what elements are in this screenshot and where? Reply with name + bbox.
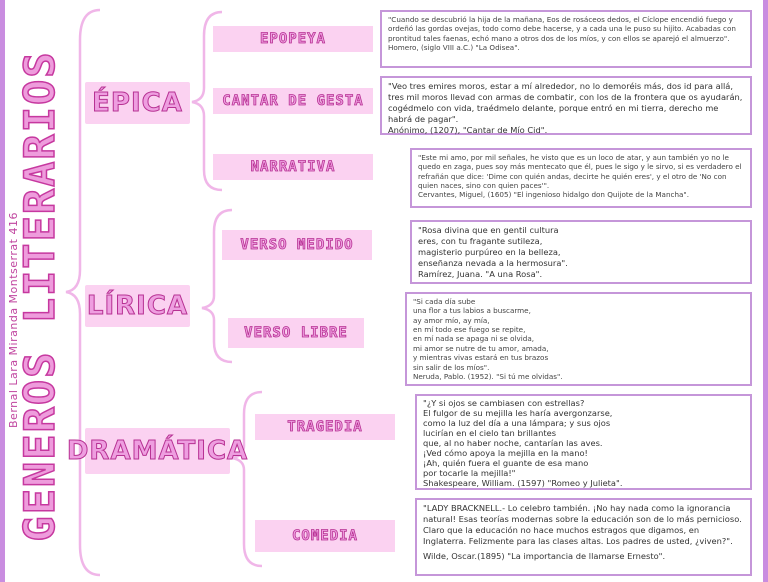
quote-text: "Veo tres emires moros, estar a mí alred… xyxy=(388,81,743,124)
quote-citation: Wilde, Oscar.(1895) "La importancia de l… xyxy=(423,550,666,561)
quote-text: "Este mi amo, por mil señales, he visto … xyxy=(418,153,742,191)
category-dramatica: DRAMÁTICA xyxy=(66,428,248,474)
subgenre-comedia: COMEDIA xyxy=(255,520,395,552)
quote-text: "¿Y si ojos se cambiasen con estrellas? … xyxy=(423,398,613,478)
subgenre-cantar-de-gesta: CANTAR DE GESTA xyxy=(213,88,373,114)
quote-citation: Ramírez, Juana. "A una Rosa". xyxy=(418,268,543,279)
quote-verso-libre: "Si cada día sube una flor a tus labios … xyxy=(405,292,752,386)
quote-citation: Shakespeare, William. (1597) "Romeo y Ju… xyxy=(423,477,623,488)
quote-cantar-de-gesta: "Veo tres emires moros, estar a mí alred… xyxy=(380,76,752,135)
category-epica: ÉPICA xyxy=(85,82,190,124)
quote-verso-medido: "Rosa divina que en gentil cultura eres,… xyxy=(410,220,752,284)
quote-epopeya: "Cuando se descubrió la hija de la mañan… xyxy=(380,10,752,68)
quote-citation: Anónimo, (1207), "Cantar de Mío Cid". xyxy=(388,124,548,135)
quote-citation: Cervantes, Miguel, (1605) "El ingenioso … xyxy=(418,190,690,200)
right-frame-border xyxy=(763,0,768,582)
lirica-brace xyxy=(201,208,233,364)
quote-text: "LADY BRACKNELL.- Lo celebro también. ¡N… xyxy=(423,503,742,546)
quote-comedia: "LADY BRACKNELL.- Lo celebro también. ¡N… xyxy=(415,498,752,576)
main-brace xyxy=(65,8,101,577)
quote-text: "Rosa divina que en gentil cultura eres,… xyxy=(418,225,568,268)
subgenre-tragedia: TRAGEDIA xyxy=(255,414,395,440)
subgenre-verso-libre: VERSO LIBRE xyxy=(228,318,364,348)
subgenre-verso-medido: VERSO MEDIDO xyxy=(222,230,372,260)
left-frame-border xyxy=(0,0,5,582)
quote-tragedia: "¿Y si ojos se cambiasen con estrellas? … xyxy=(415,394,752,490)
category-lirica: LÍRICA xyxy=(85,285,190,327)
epica-brace xyxy=(191,10,223,192)
quote-citation: Homero, (siglo VIII a.C.) "La Odisea". xyxy=(388,43,520,53)
subgenre-epopeya: EPOPEYA xyxy=(213,26,373,52)
quote-citation: Neruda, Pablo. (1952). "Si tú me olvidas… xyxy=(413,371,563,381)
quote-text: "Cuando se descubrió la hija de la mañan… xyxy=(388,15,736,43)
dramatica-brace xyxy=(231,390,263,568)
quote-narrativa: "Este mi amo, por mil señales, he visto … xyxy=(410,148,752,208)
quote-text: "Si cada día sube una flor a tus labios … xyxy=(413,297,549,372)
author-name: Bernal Lara Miranda Montserrat 416 xyxy=(7,212,20,428)
subgenre-narrativa: NARRATIVA xyxy=(213,154,373,180)
